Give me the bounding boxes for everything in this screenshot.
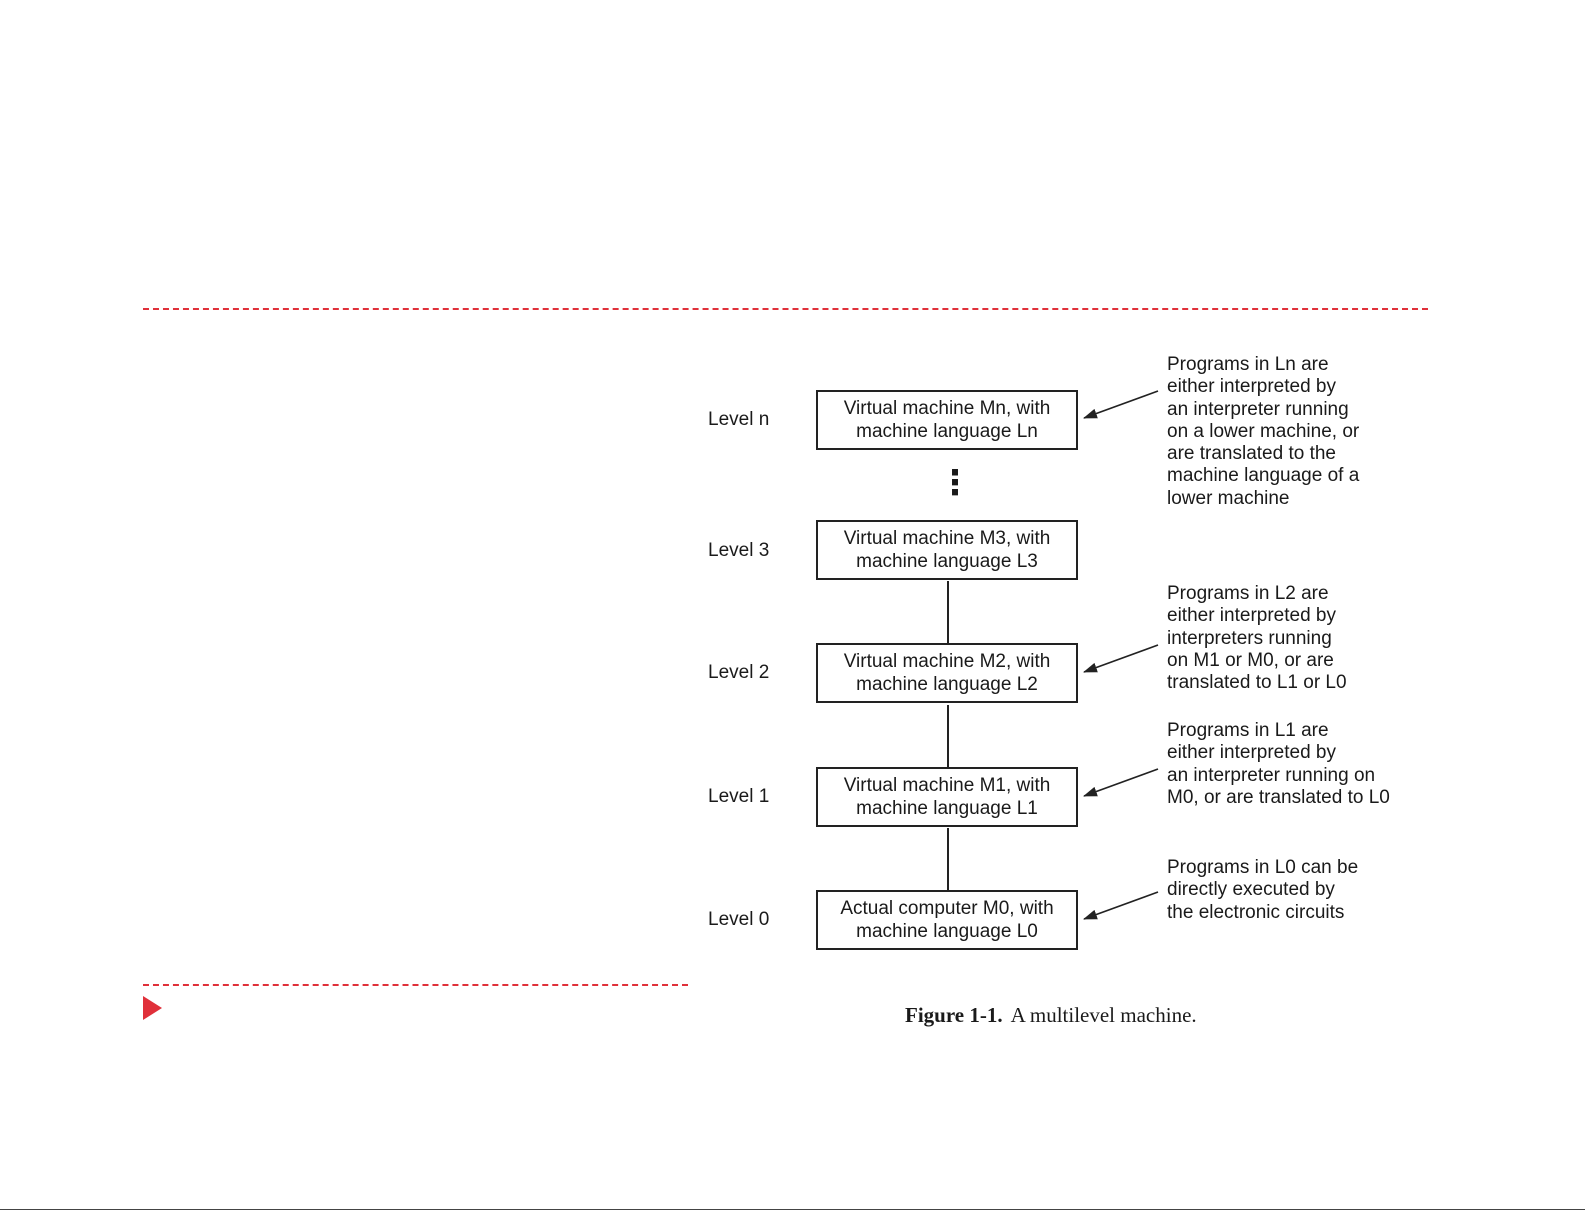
note-level-1: Programs in L1 are either interpreted by… — [1167, 720, 1390, 808]
machine-box-line: Virtual machine Mn, with — [843, 398, 1051, 419]
bullet-triangle-icon — [143, 996, 162, 1020]
bottom-dashed-divider — [143, 984, 688, 986]
arrow-note-l0 — [1083, 891, 1159, 920]
arrow-note-l1 — [1083, 768, 1159, 797]
machine-box-level-0: Actual computer M0, with machine languag… — [816, 890, 1078, 950]
note-level-n: Programs in Ln are either interpreted by… — [1167, 354, 1360, 509]
level-label-n: Level n — [708, 409, 770, 430]
machine-box-line: machine language L3 — [856, 551, 1038, 572]
top-dashed-divider — [143, 308, 1428, 310]
machine-box-line: machine language L2 — [856, 674, 1038, 695]
machine-box-line: machine language Ln — [856, 421, 1038, 442]
machine-box-line: Actual computer M0, with — [840, 898, 1054, 919]
machine-box-line: Virtual machine M1, with — [843, 775, 1051, 796]
machine-box-level-3: Virtual machine M3, with machine languag… — [816, 520, 1078, 580]
figure-number: Figure 1-1. — [905, 1003, 1003, 1027]
machine-box-line: Virtual machine M3, with — [843, 528, 1051, 549]
level-label-1: Level 1 — [708, 786, 770, 807]
machine-box-level-1: Virtual machine M1, with machine languag… — [816, 767, 1078, 827]
figure-title: A multilevel machine. — [1010, 1003, 1197, 1027]
ellipsis-vertical: ⋮ — [938, 464, 972, 502]
level-label-3: Level 3 — [708, 540, 770, 561]
note-level-0: Programs in L0 can be directly executed … — [1167, 857, 1359, 923]
note-level-2: Programs in L2 are either interpreted by… — [1167, 583, 1347, 694]
machine-box-line: machine language L0 — [856, 921, 1038, 942]
arrow-note-l2 — [1083, 644, 1159, 673]
machine-box-line: Virtual machine M2, with — [843, 651, 1051, 672]
figure-caption: Figure 1-1. A multilevel machine. — [905, 1002, 1197, 1028]
level-label-2: Level 2 — [708, 662, 770, 683]
level-label-0: Level 0 — [708, 909, 770, 930]
machine-box-level-2: Virtual machine M2, with machine languag… — [816, 643, 1078, 703]
machine-box-level-n: Virtual machine Mn, with machine languag… — [816, 390, 1078, 450]
machine-box-line: machine language L1 — [856, 798, 1038, 819]
bottom-rule — [0, 1209, 1585, 1210]
arrow-note-ln — [1083, 390, 1159, 419]
